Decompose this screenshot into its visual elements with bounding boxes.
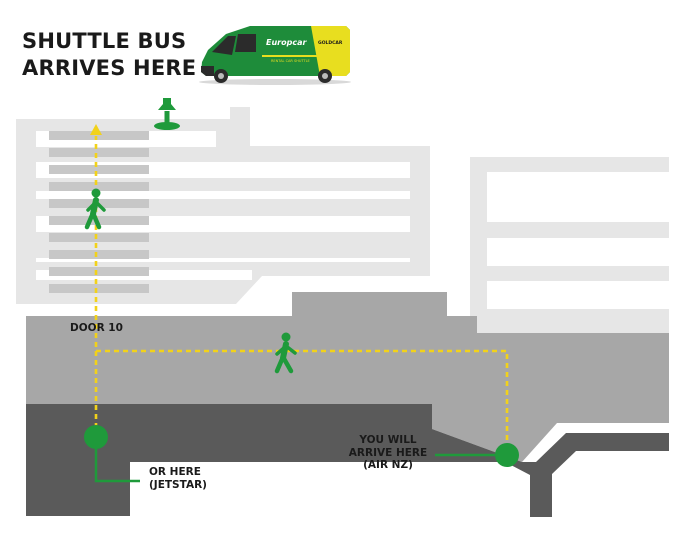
jetstar-label-line-2: (JETSTAR)	[149, 478, 207, 491]
carpark-ramp	[216, 131, 236, 161]
carpark-right	[470, 157, 669, 333]
path-arrow-icon	[90, 124, 102, 135]
road	[26, 404, 669, 517]
jetstar-label-line-1: OR HERE	[149, 466, 201, 478]
airnz-label-line-1: YOU WILL	[359, 434, 417, 446]
page-title: SHUTTLE BUS ARRIVES HERE	[22, 28, 196, 82]
marker-airnz	[435, 443, 519, 467]
marker-jetstar	[84, 425, 140, 483]
pedestrian-icon	[274, 332, 297, 374]
airnz-label-line-2: ARRIVE HERE	[348, 446, 428, 459]
airnz-label: YOU WILL ARRIVE HERE (AIR NZ)	[336, 434, 440, 472]
van-brand-secondary: GOLDCAR	[318, 40, 343, 46]
airnz-label-line-3: (AIR NZ)	[363, 459, 413, 472]
walking-path	[94, 136, 509, 454]
van-side-text: RENTAL CAR SHUTTLE	[271, 59, 310, 63]
title-line-1: SHUTTLE BUS	[22, 29, 187, 53]
shuttle-van-icon: Europcar GOLDCAR RENTAL CAR SHUTTLE	[199, 26, 351, 85]
map-pin-icon	[154, 98, 180, 130]
van-brand: Europcar	[266, 38, 307, 47]
door-label: DOOR 10	[70, 322, 123, 334]
pedestrian-icon	[84, 188, 106, 230]
jetstar-label: OR HERE (JETSTAR)	[149, 466, 207, 491]
title-line-2: ARRIVES HERE	[22, 56, 197, 80]
